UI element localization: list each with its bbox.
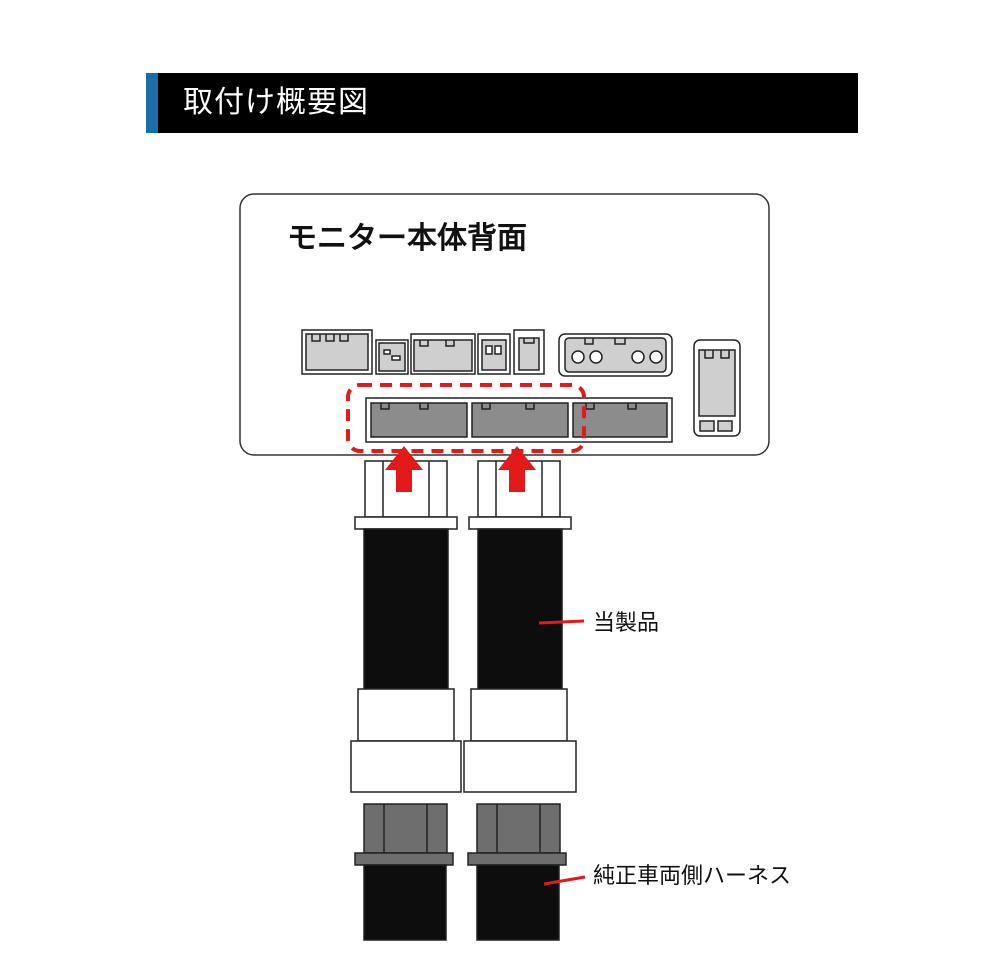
insert-arrow-right <box>498 446 536 492</box>
product-connector-left <box>350 460 462 793</box>
other-connector <box>572 402 668 438</box>
port-g <box>693 339 741 437</box>
port-c <box>410 333 476 375</box>
monitor-label: モニター本体背面 <box>287 221 527 256</box>
port-d <box>477 333 511 375</box>
harness-leader-line <box>543 875 586 886</box>
lower-connector-row <box>365 397 673 443</box>
highlight-dashed-box <box>346 383 586 453</box>
target-connector-1 <box>370 402 468 438</box>
product-leader-line <box>538 619 585 625</box>
target-connector-2 <box>471 402 569 438</box>
port-f <box>558 333 673 377</box>
insert-arrow-left <box>385 446 423 492</box>
title-accent-stripe <box>146 73 158 133</box>
vehicle-harness-right <box>467 803 567 941</box>
section-title-bar: 取付け概要図 <box>146 73 858 133</box>
vehicle-harness-left <box>354 803 454 941</box>
harness-callout: 純正車両側ハーネス <box>593 864 791 889</box>
port-b <box>375 339 409 375</box>
product-callout: 当製品 <box>593 611 659 636</box>
port-e <box>513 329 545 375</box>
product-connector-right <box>463 460 577 793</box>
monitor-rear-panel <box>239 193 770 456</box>
page-title: 取付け概要図 <box>183 85 369 120</box>
port-a <box>301 329 373 375</box>
upper-port-row <box>301 329 741 437</box>
